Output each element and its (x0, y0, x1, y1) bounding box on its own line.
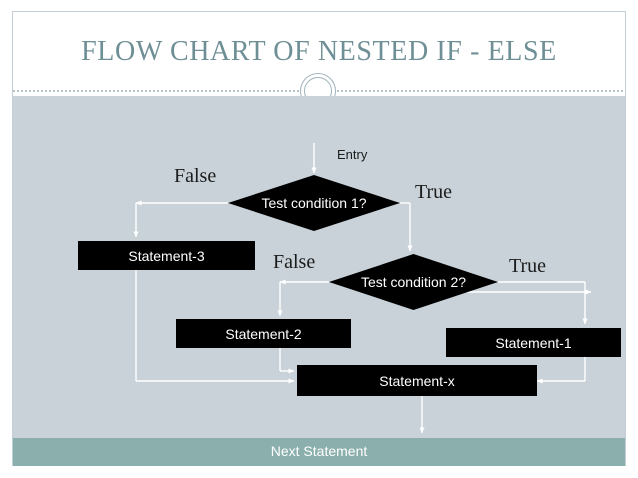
page-title: FLOW CHART OF NESTED IF - ELSE (81, 36, 557, 67)
statement-x-label: Statement-x (379, 372, 455, 389)
branch-label-cond1-true: True (415, 181, 453, 203)
statement-1-label: Statement-1 (495, 334, 572, 351)
statement-2-label: Statement-2 (225, 325, 302, 342)
process-statement-x[interactable]: Statement-x (297, 365, 537, 396)
process-statement-1[interactable]: Statement-1 (446, 328, 621, 357)
decision-2-label: Test condition 2? (360, 274, 467, 290)
decision-test-condition-1[interactable]: Test condition 1? (228, 175, 400, 231)
entry-label: Entry (337, 147, 368, 162)
next-statement-band: Next Statement (13, 438, 625, 466)
flowchart-connectors (133, 143, 592, 434)
decision-1-label: Test condition 1? (261, 195, 367, 211)
flowchart-canvas: Entry Test condition 1? Test condition 2… (13, 96, 625, 466)
branch-label-cond1-false: False (174, 165, 217, 187)
decision-test-condition-2[interactable]: Test condition 2? (329, 254, 498, 310)
process-statement-3[interactable]: Statement-3 (78, 241, 255, 270)
statement-3-label: Statement-3 (128, 247, 205, 264)
next-statement-label: Next Statement (270, 443, 368, 459)
branch-label-cond2-false: False (273, 251, 316, 273)
branch-label-cond2-true: True (509, 255, 547, 277)
process-statement-2[interactable]: Statement-2 (176, 319, 351, 348)
